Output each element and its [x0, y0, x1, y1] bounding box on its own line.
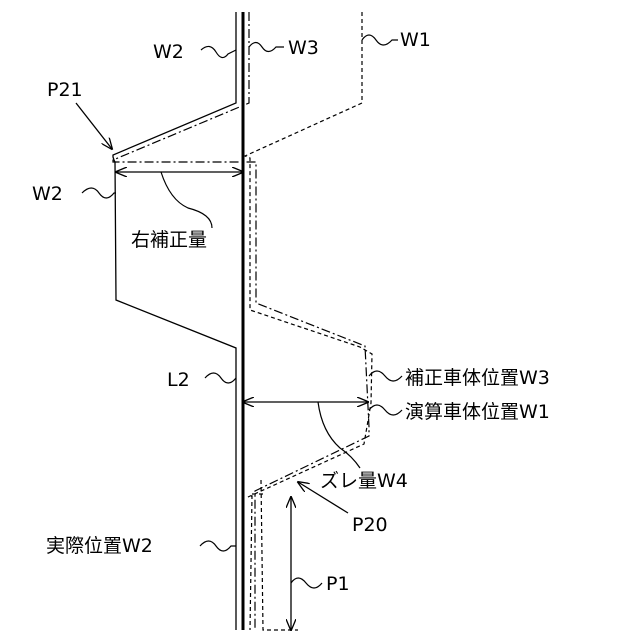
label-w1-top: W1 [400, 29, 431, 51]
label-actual-position-w2: 実際位置W2 [46, 535, 153, 557]
label-p21: P21 [47, 79, 83, 101]
w2-left-leader [82, 188, 116, 198]
computed-position-w1-line [245, 12, 372, 630]
label-p20: P20 [352, 514, 388, 536]
computed-position-leader [369, 405, 402, 415]
p1-bracket-line [261, 480, 298, 630]
l2-leader [205, 373, 236, 383]
label-right-correction: 右補正量 [131, 229, 207, 251]
label-w2-top: W2 [153, 41, 184, 63]
label-computed-position-w1: 演算車体位置W1 [405, 401, 550, 423]
w3-top-leader [249, 43, 284, 52]
label-p1: P1 [326, 573, 350, 595]
label-corrected-position-w3: 補正車体位置W3 [405, 367, 550, 389]
right-correction-leader [161, 172, 212, 228]
p1-leader [291, 578, 322, 588]
corrected-position-leader [369, 371, 402, 381]
label-w3-top: W3 [288, 37, 319, 59]
p21-arrow [76, 103, 112, 149]
w2-top-leader [201, 46, 236, 57]
actual-position-leader [200, 541, 236, 551]
label-w2-left: W2 [32, 183, 63, 205]
deviation-w4-leader [318, 402, 360, 468]
label-l2: L2 [167, 369, 190, 391]
label-deviation-w4: ズレ量W4 [320, 470, 408, 492]
w1-top-leader [362, 35, 398, 45]
